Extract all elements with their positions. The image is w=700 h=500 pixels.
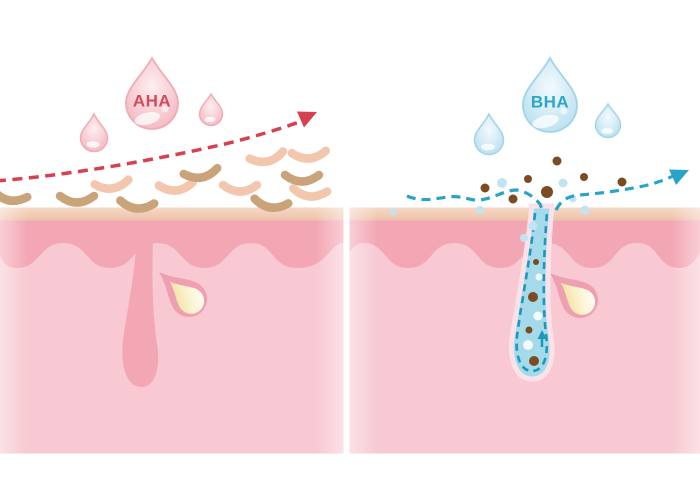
aha-exfoliation-arrow [0,111,317,183]
impurity-dot [529,356,539,366]
impurity-dot [480,183,490,193]
impurity-dot [541,186,553,198]
bubble-dot [580,205,590,215]
pore-penetration-dashes [515,212,549,373]
bubble-dot [528,221,538,231]
dead-skin-flake [90,175,133,193]
impurity-dot [524,175,532,183]
pore-channel [508,203,555,382]
sebaceous-gland [159,272,207,317]
bha-droplet-small-right-icon [594,102,622,139]
dead-skin-flake [218,180,262,196]
aha-droplet-small-left-icon [79,112,109,153]
hair-follicle [122,237,159,387]
impurity-dot [533,259,539,265]
bha-panel: BHA [349,56,700,454]
aha-panel: AHA [0,56,344,454]
dead-skin-flake [179,163,222,183]
bha-penetration-arrow [406,169,689,213]
bubble-dot [476,206,484,214]
impurity-dot [525,326,533,334]
upward-arrow-icon [537,330,547,347]
bubble-dot [558,178,568,188]
impurity-dot [617,177,627,187]
impurity-dot [552,156,562,166]
bubble-dot [389,208,397,216]
impurity-dot [528,292,538,302]
dead-skin-flake [116,196,159,213]
dead-skin-flake [55,191,99,207]
dead-skin-flake [0,186,32,206]
skin-cross-section-left [0,207,344,454]
arrowhead-icon [297,111,317,128]
dead-skin-flake [245,147,288,167]
arrowhead-icon [669,169,689,185]
dead-skin-flake [250,194,293,212]
dead-skin-flake [280,170,324,186]
aha-droplet-small-right-icon [198,92,224,127]
dead-skin-flakes [0,146,332,213]
skin-cross-section-right [349,203,700,454]
aha-label: AHA [133,92,171,111]
bha-label: BHA [531,93,569,112]
panel-divider [343,200,350,460]
bubble-dot [533,311,543,321]
bha-droplet-small-left-icon [473,112,505,156]
bubble-dot [535,273,543,281]
sebaceous-gland [550,273,598,318]
bubble-dot [520,234,528,242]
impurity-dot [580,173,588,181]
aha-droplets: AHA [79,56,224,153]
impurity-dot [508,194,518,204]
bubble-dot [497,178,507,188]
bha-droplet-large-icon: BHA [522,56,578,133]
pore-contents [523,259,547,366]
dead-skin-flake [154,178,197,195]
dead-skin-flake [289,184,332,201]
aha-droplet-large-icon: AHA [125,56,179,130]
dead-skin-flake [287,146,330,163]
bubble-dot [523,340,533,350]
bha-droplets: BHA [473,56,622,156]
skin-edge-highlight [0,207,344,454]
